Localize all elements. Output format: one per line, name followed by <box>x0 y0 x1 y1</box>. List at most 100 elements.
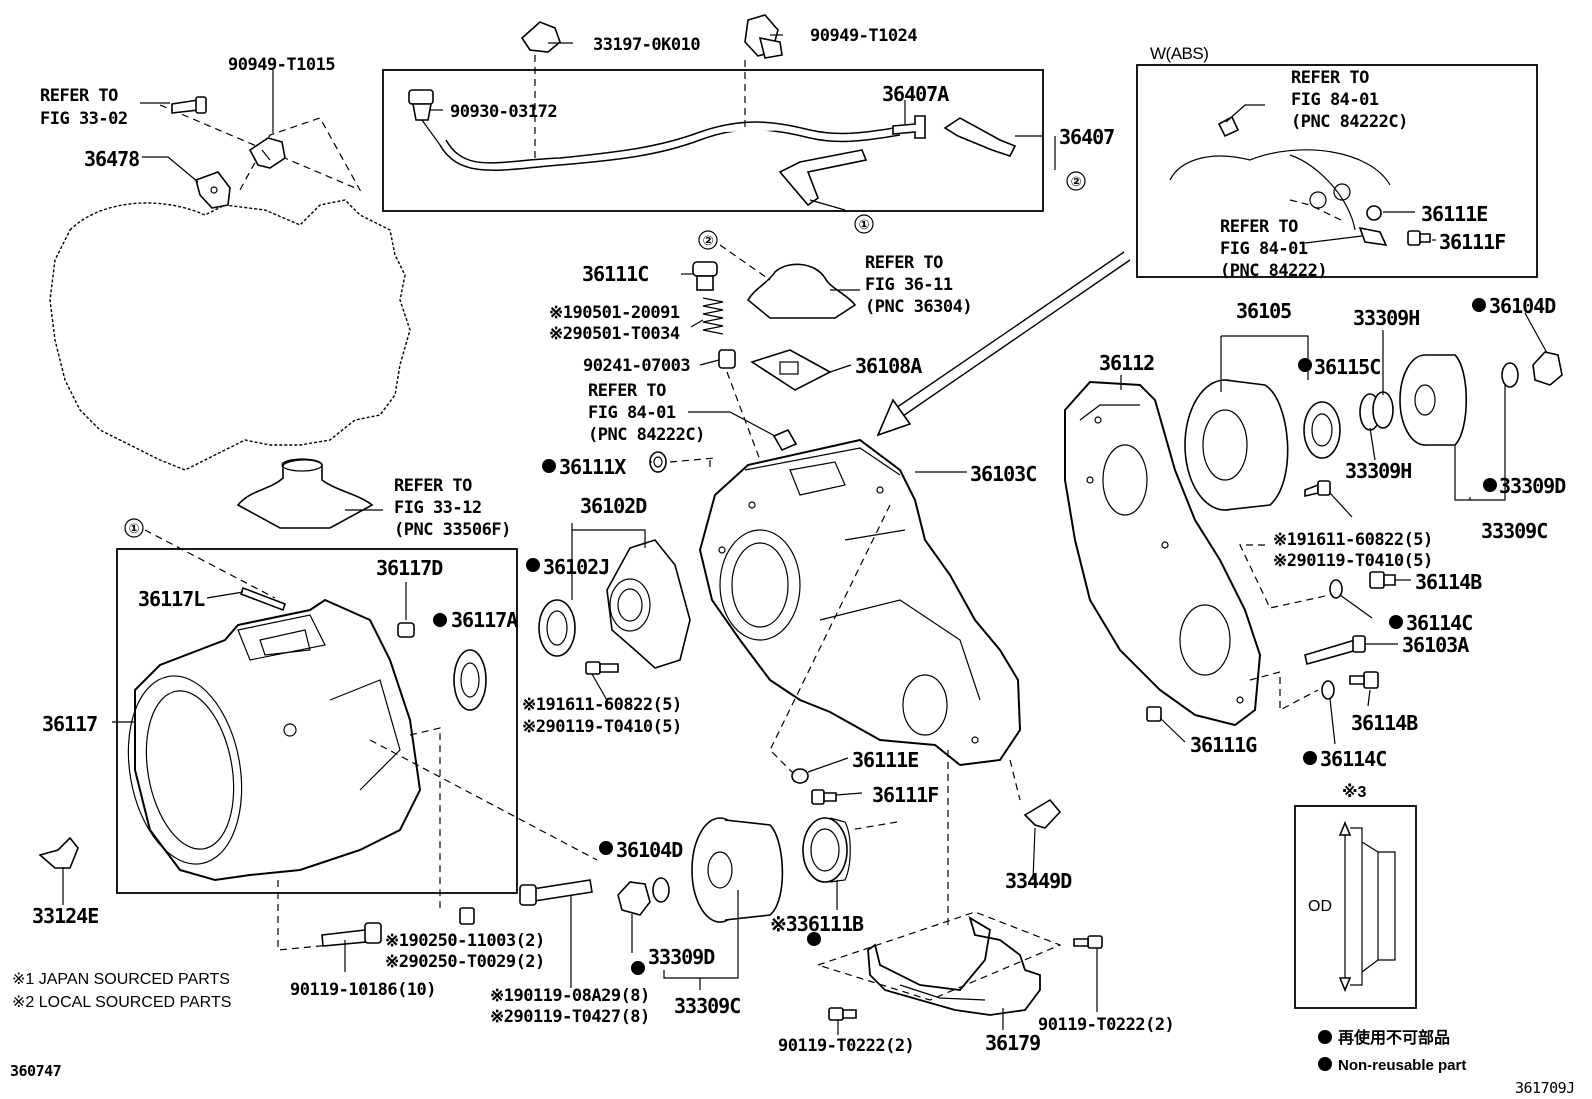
abs-arrow <box>876 251 1131 437</box>
figure-id-right: 361709J <box>1515 1079 1575 1097</box>
label-90501-T0034: ※290501-T0034 <box>549 324 680 344</box>
label-36111E-mid: 36111E <box>852 748 918 772</box>
bracket-36478 <box>195 171 231 209</box>
legend-nonreusable-en: Non-reusable part <box>1338 1057 1466 1074</box>
label-36105: 36105 <box>1236 299 1291 323</box>
label-36117: 36117 <box>42 712 97 736</box>
bolt-91611-60822-b <box>1304 480 1331 498</box>
label-36478: 36478 <box>84 147 139 171</box>
label-33309D-top: 33309D <box>1499 474 1566 498</box>
label-refer-abs2-l3: (PNC 84222) <box>1220 261 1327 281</box>
label-refer-8401-mid-l1: REFER TO <box>588 381 666 401</box>
label-33309C-low: 33309C <box>674 994 740 1018</box>
extension-housing-36117 <box>127 598 422 882</box>
label-refer-3302-l2: FIG 33-02 <box>40 109 128 129</box>
label-36102J: 36102J <box>543 555 609 579</box>
label-33309H-top: 33309H <box>1353 306 1419 330</box>
dash-114-b <box>1249 671 1319 711</box>
label-refer-3302-l1: REFER TO <box>40 86 118 106</box>
cover-36108A <box>750 349 832 391</box>
label-90930-03172: 90930-03172 <box>450 102 557 122</box>
label-refer-abs2-l1: REFER TO <box>1220 217 1298 237</box>
label-33309C-top: 33309C <box>1481 519 1547 543</box>
bolt-refer-3302 <box>171 96 207 114</box>
label-36117A: 36117A <box>451 608 518 632</box>
label-90949-T1015: 90949-T1015 <box>228 55 335 75</box>
label-90501-20091: ※190501-20091 <box>549 303 680 323</box>
label-33124E: 33124E <box>32 904 98 928</box>
seal-36117A <box>453 649 487 711</box>
label-36103A: 36103A <box>1402 633 1469 657</box>
label-refer-3611-l2: FIG 36-11 <box>865 275 953 295</box>
label-36108A: 36108A <box>855 354 922 378</box>
label-33309H-mid: 33309H <box>1345 459 1411 483</box>
label-36114B-b: 36114B <box>1351 711 1418 735</box>
legend-note-1: ※1 JAPAN SOURCED PARTS <box>12 971 230 988</box>
sensor-33124E <box>38 836 79 869</box>
label-90119-T0427: ※290119-T0427(8) <box>490 1007 650 1027</box>
washer-36114C-a <box>1329 579 1343 599</box>
label-33449D: 33449D <box>1005 869 1072 893</box>
label-36114B-a: 36114B <box>1415 570 1482 594</box>
oring-36111X <box>649 451 667 473</box>
plug-refer-8401-mid <box>772 428 798 452</box>
extension-housing-box <box>116 548 518 894</box>
bolt-36114B-b <box>1349 671 1379 689</box>
label-36104D-low: 36104D <box>616 838 683 862</box>
skid-plate-36179 <box>867 916 1041 1016</box>
label-90119-T0222-b: 90119-T0222(2) <box>1038 1015 1174 1035</box>
label-refer-3611-l1: REFER TO <box>865 253 943 273</box>
label-refer-3611-l3: (PNC 36304) <box>865 297 972 317</box>
label-90949-T1024: 90949-T1024 <box>810 26 917 46</box>
transmission-case-outline <box>49 199 411 471</box>
label-36114C-a: 36114C <box>1406 611 1472 635</box>
dash-c2-top <box>719 244 771 281</box>
abs-sensor-refer <box>1358 226 1388 246</box>
callout-2-top: ② <box>1066 171 1086 191</box>
label-36103C: 36103C <box>970 462 1036 486</box>
label-36111F-top: 36111F <box>1439 230 1505 254</box>
label-91611-60822-b: ※191611-60822(5) <box>1273 530 1433 550</box>
seal-inset-title: ※3 <box>1342 783 1367 801</box>
housing-36105 <box>1184 379 1289 511</box>
label-refer-abs1-l3: (PNC 84222C) <box>1291 112 1408 132</box>
label-33197-0K010: 33197-0K010 <box>593 35 700 55</box>
dash-skid <box>816 911 1062 1001</box>
seal-inset-od: OD <box>1308 898 1332 915</box>
label-refer-abs1-l2: FIG 84-01 <box>1291 90 1379 110</box>
label-36111E-top: 36111E <box>1421 202 1487 226</box>
label-refer-abs1-l1: REFER TO <box>1291 68 1369 88</box>
plug-36111C <box>692 261 718 291</box>
bolt-90119-T0222-a <box>828 1007 857 1021</box>
clip-90949-T1024 <box>744 14 783 59</box>
label-36111B: ※336111B <box>770 912 864 936</box>
boot-refer-3312 <box>236 458 374 529</box>
dash-111x-h <box>669 457 716 463</box>
pin-36111G <box>1146 706 1162 722</box>
bolt-36103A <box>1304 635 1366 665</box>
dash-housing-dowel <box>409 727 441 910</box>
hose-elbow-right <box>943 117 1017 157</box>
label-36111F-mid: 36111F <box>872 783 938 807</box>
seal-36111B <box>802 817 851 883</box>
label-refer-3312-l2: FIG 33-12 <box>394 498 482 518</box>
label-36115C: 36115C <box>1314 355 1380 379</box>
label-36117D: 36117D <box>376 556 443 580</box>
bolt-36114B-a <box>1369 571 1396 589</box>
label-36407A: 36407A <box>882 82 949 106</box>
label-36111G: 36111G <box>1190 733 1257 757</box>
label-90119-T0410-b: ※290119-T0410(5) <box>1273 551 1433 571</box>
ball-90241-07003 <box>718 349 736 369</box>
hose-36407 <box>439 128 901 171</box>
label-90250-T0029: ※290250-T0029(2) <box>385 952 545 972</box>
flange-33309C-top <box>1399 354 1467 446</box>
nonreusable-markers <box>433 298 1497 1071</box>
svg-text:②: ② <box>1070 174 1081 189</box>
breather-plug-90930-03172 <box>408 89 441 146</box>
abs-hole-a <box>1309 191 1327 209</box>
label-36407: 36407 <box>1059 125 1114 149</box>
oring-33309H <box>1359 391 1394 431</box>
dowel-90250 <box>459 907 475 925</box>
label-36117L: 36117L <box>138 587 205 611</box>
